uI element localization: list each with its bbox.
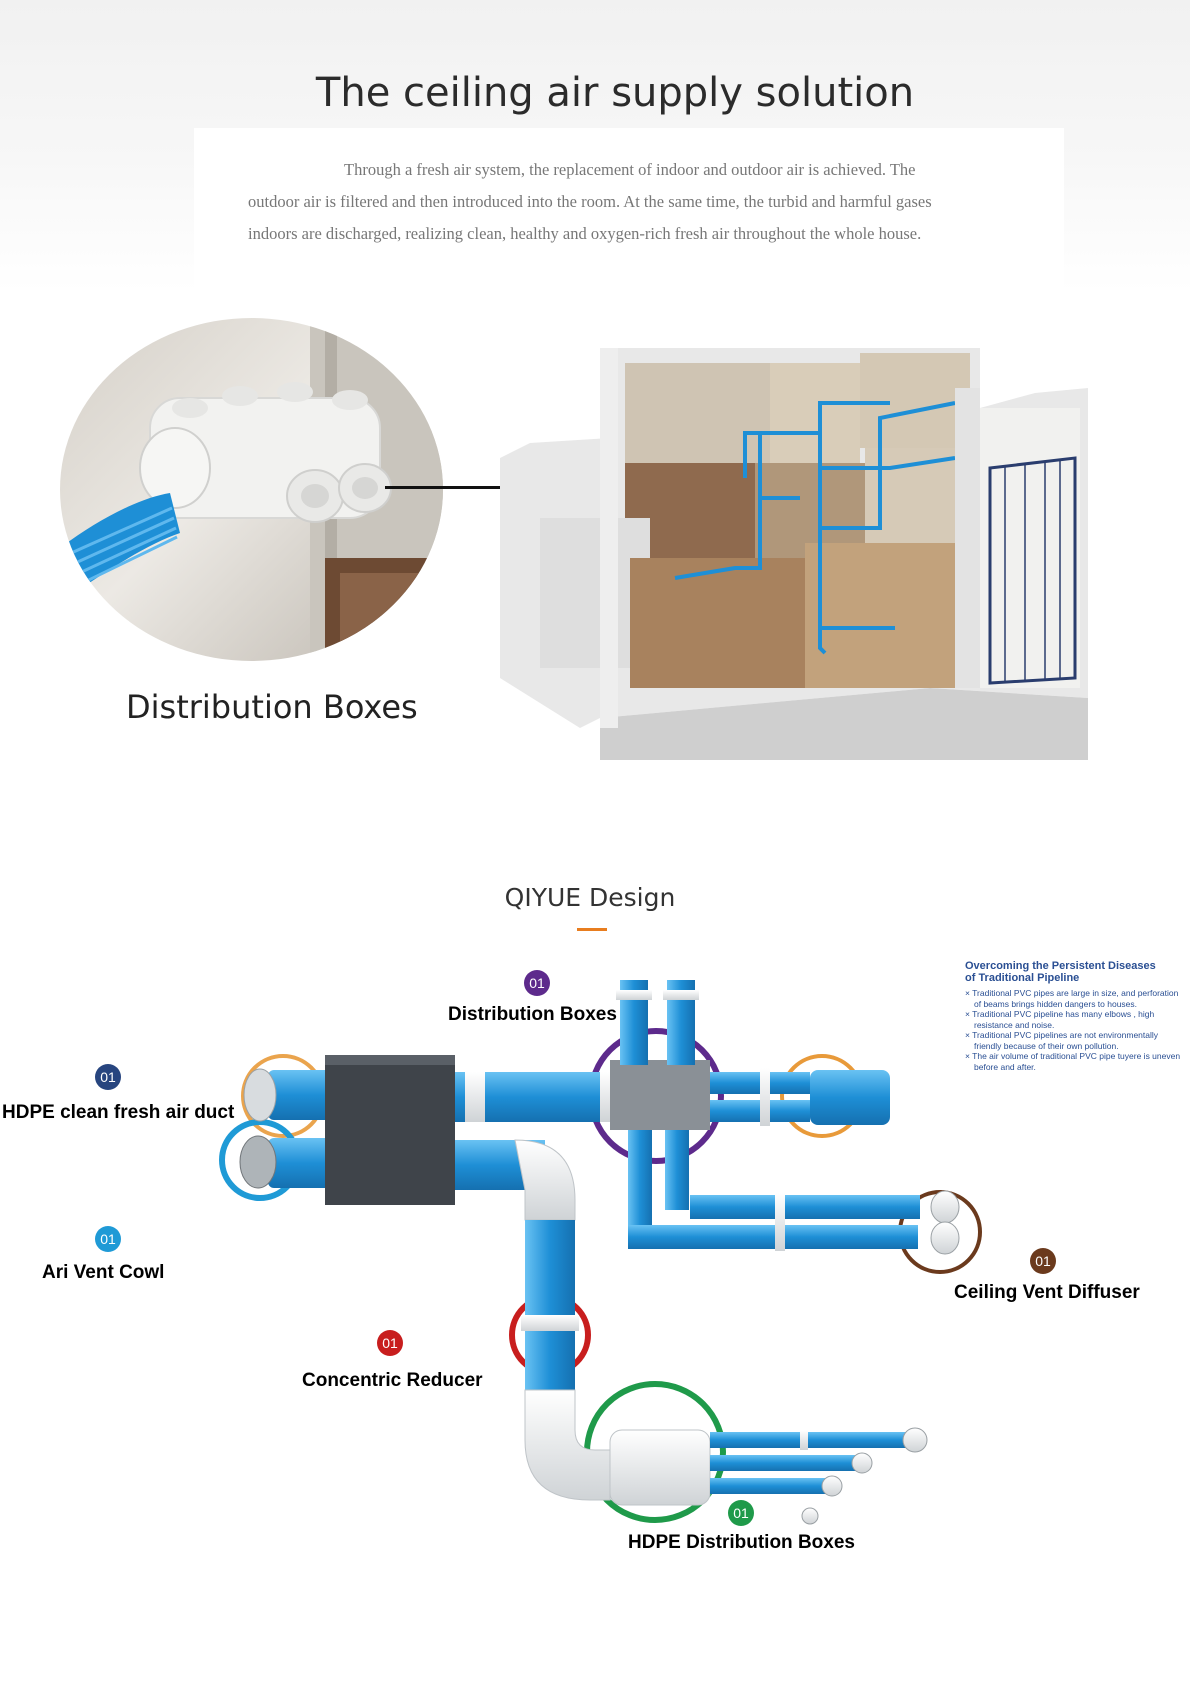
note-list: Traditional PVC pipes are large in size,… <box>965 988 1185 1072</box>
note-item: Traditional PVC pipes are large in size,… <box>965 988 1185 1009</box>
apartment-cutaway-illustration <box>500 348 1088 760</box>
note-title-line-2: of Traditional Pipeline <box>965 972 1080 984</box>
distribution-box-closeup-image <box>60 318 443 661</box>
ventilation-system-diagram <box>219 980 982 1525</box>
hero-text-panel <box>194 128 1064 292</box>
hdpe-distribution-badge: 01 <box>728 1500 754 1526</box>
hdpe-duct-label: HDPE clean fresh air duct <box>2 1102 235 1123</box>
vent-cowl-label: Ari Vent Cowl <box>42 1262 165 1283</box>
distribution-boxes-badge: 01 <box>524 970 550 996</box>
ceiling-diffuser-badge: 01 <box>1030 1248 1056 1274</box>
page-title: The ceiling air supply solution <box>315 70 915 116</box>
hdpe-distribution-label: HDPE Distribution Boxes <box>628 1532 855 1553</box>
concentric-reducer-badge: 01 <box>377 1330 403 1356</box>
concentric-reducer-label: Concentric Reducer <box>302 1370 483 1391</box>
vent-cowl-badge: 01 <box>95 1226 121 1252</box>
closeup-label: Distribution Boxes <box>126 688 418 726</box>
pvc-comparison-note: Overcoming the Persistent Diseases of Tr… <box>965 960 1185 1072</box>
note-item: The air volume of traditional PVC pipe t… <box>965 1051 1185 1072</box>
distribution-box-illustration <box>60 318 443 661</box>
note-item: Traditional PVC pipelines are not enviro… <box>965 1030 1185 1051</box>
ceiling-diffuser-label: Ceiling Vent Diffuser <box>954 1282 1140 1303</box>
design-title-underline <box>577 928 607 931</box>
note-title-line-1: Overcoming the Persistent Diseases <box>965 960 1156 972</box>
distribution-boxes-label: Distribution Boxes <box>448 1004 617 1025</box>
note-item: Traditional PVC pipeline has many elbows… <box>965 1009 1185 1030</box>
intro-paragraph: Through a fresh air system, the replacem… <box>248 160 932 243</box>
hdpe-duct-badge: 01 <box>95 1064 121 1090</box>
design-section-title: QIYUE Design <box>504 883 676 912</box>
